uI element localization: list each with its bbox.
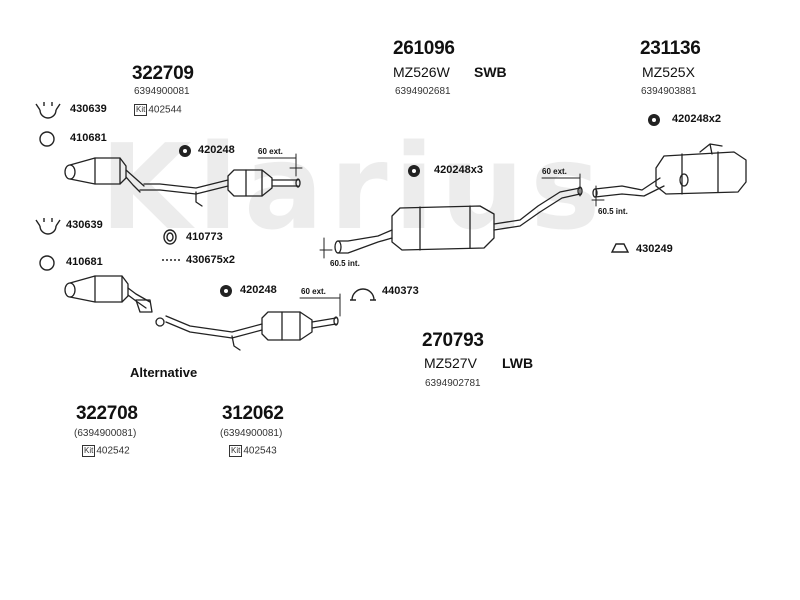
model-code: MZ526W [393,64,450,80]
wheelbase-label: LWB [502,355,534,371]
clamp-bolts-icon-2 [35,218,61,227]
rear-silencer [592,143,747,198]
model-code: MZ527V [424,355,477,371]
part-label-430639: 430639 [66,219,103,231]
part-number-261096: 261096 [393,38,455,59]
dimension-60-ext: 60 ext. [542,167,567,176]
rubber-hanger-icon [610,243,630,253]
part-label-420248x3: 420248x3 [434,164,483,176]
oe-number: 6394902781 [425,378,481,389]
dimension-60-ext: 60 ext. [301,287,326,296]
centre-silencer [334,186,583,254]
ring-gasket-inner-icon [166,232,174,242]
part-label-410773: 410773 [186,231,223,243]
gasket-ring-icon-2 [39,255,55,271]
oe-number: (6394900081) [220,428,283,439]
part-label-430639: 430639 [70,103,107,115]
part-label-440373: 440373 [382,285,419,297]
u-clamp-icon [350,288,376,301]
part-number-231136: 231136 [640,38,701,59]
part-label-420248x2: 420248x2 [672,113,721,125]
part-number-322708: 322708 [76,403,138,424]
clamp-icon [39,109,57,119]
part-number-322709: 322709 [132,63,194,84]
clamp-bolts-icon [35,102,61,111]
part-label-420248: 420248 [240,284,277,296]
dimension-60-ext: 60 ext. [258,147,283,156]
part-label-430675x2: 430675x2 [186,254,235,266]
ring-gasket-icon [163,229,177,245]
dimension-brackets [257,153,605,317]
wheelbase-label: SWB [474,64,507,80]
kit-number: 402542 [96,445,130,457]
upper-front-assembly [64,157,301,207]
model-code: MZ525X [642,64,695,80]
part-label-410681: 410681 [70,132,107,144]
oe-number: 6394902681 [395,86,451,97]
kit-number: 402544 [148,104,182,116]
oe-number: (6394900081) [74,428,137,439]
kit-tag: Kit [82,445,96,457]
part-label-420248: 420248 [198,144,235,156]
dimension-60-5-int: 60.5 int. [598,207,628,216]
oe-number: 6394903881 [641,86,697,97]
kit-tag: Kit [229,445,243,457]
gasket-ring-icon [39,131,55,147]
oe-number: 6394900081 [134,86,190,97]
part-label-430249: 430249 [636,243,673,255]
clamp-icon-2 [39,225,57,235]
part-label-410681: 410681 [66,256,103,268]
part-number-270793: 270793 [422,330,484,351]
kit-tag: Kit [134,104,148,116]
dimension-60-5-int: 60.5 int. [330,259,360,268]
kit-number: 402543 [243,445,277,457]
alternative-front-assembly [64,275,339,351]
part-number-312062: 312062 [222,403,284,424]
alternative-label: Alternative [130,365,198,380]
